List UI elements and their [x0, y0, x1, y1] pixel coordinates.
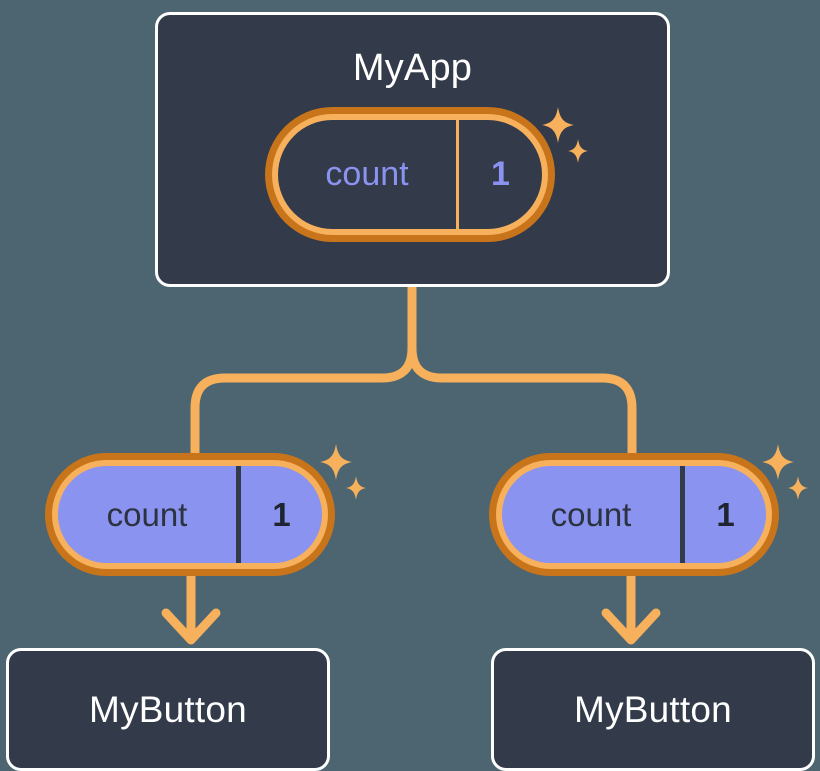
signal-label-right: count — [550, 495, 632, 533]
signal-pill-myapp[interactable]: count 1 — [265, 107, 555, 242]
sparkle-icon-myapp — [542, 107, 588, 163]
signal-pill-body-myapp: count 1 — [278, 120, 542, 229]
card-title-myapp: MyApp — [352, 47, 473, 89]
signal-label-left: count — [106, 495, 188, 533]
sparkle-icon-right — [762, 444, 808, 500]
connector-root-to-left — [190, 282, 417, 460]
signal-pill-ring-right: count 1 — [496, 460, 772, 569]
signal-pill-ring-left: count 1 — [52, 460, 328, 569]
signal-pill-left[interactable]: count 1 — [45, 453, 335, 576]
arrow-head-right — [601, 608, 661, 645]
signal-pill-right[interactable]: count 1 — [489, 453, 779, 576]
signal-value-myapp: 1 — [456, 120, 542, 229]
component-card-mybutton-right[interactable]: MyButton — [491, 648, 815, 771]
component-card-mybutton-left[interactable]: MyButton — [6, 648, 330, 771]
connector-root-to-right — [407, 282, 637, 460]
card-title-mybutton-right: MyButton — [574, 689, 732, 730]
signal-pill-body-left: count 1 — [58, 466, 322, 563]
signal-label-myapp: count — [325, 155, 409, 193]
sparkle-icon-left — [320, 444, 366, 500]
card-title-mybutton-left: MyButton — [89, 689, 247, 730]
signal-pill-ring-myapp: count 1 — [272, 114, 548, 235]
arrow-head-left — [161, 608, 221, 645]
signal-pill-body-right: count 1 — [502, 466, 766, 563]
signal-value-left: 1 — [236, 466, 322, 563]
signal-value-right: 1 — [680, 466, 766, 563]
